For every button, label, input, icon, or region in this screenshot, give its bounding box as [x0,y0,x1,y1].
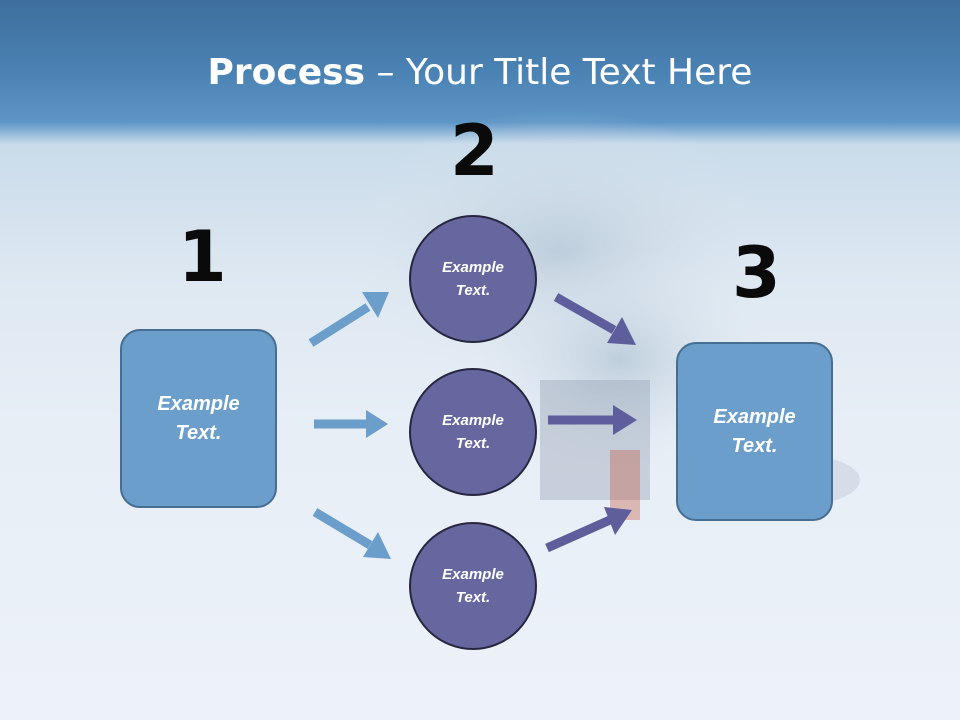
step-3-text-line2: Text. [731,434,778,457]
title-bold: Process [207,52,366,93]
slide-title: Process – Your Title Text Here [0,52,960,93]
step-3-text-line1: Example [713,405,796,428]
arrow-from-bottom-circle [545,507,632,553]
arrow-to-middle-circle [314,410,388,438]
circle-bottom-text-line2: Text. [455,589,491,606]
circle-top-text-line2: Text. [455,282,491,299]
circle-bottom-text-line1: Example [442,566,504,583]
step-1-text-line1: Example [157,392,240,415]
step-1-number: 1 [178,216,227,298]
title-rest: – Your Title Text Here [365,52,753,93]
arrow-from-middle-circle [548,405,637,435]
arrow-to-top-circle [308,292,389,347]
step-2-number: 2 [450,110,499,192]
step-1-text-line2: Text. [175,421,222,444]
arrow-to-bottom-circle [312,508,391,559]
circle-top-text-line1: Example [442,259,504,276]
circle-middle-text-line2: Text. [455,435,491,452]
arrow-from-top-circle [553,293,636,345]
circle-middle-text-line1: Example [442,412,504,429]
step-3-number: 3 [732,232,781,314]
